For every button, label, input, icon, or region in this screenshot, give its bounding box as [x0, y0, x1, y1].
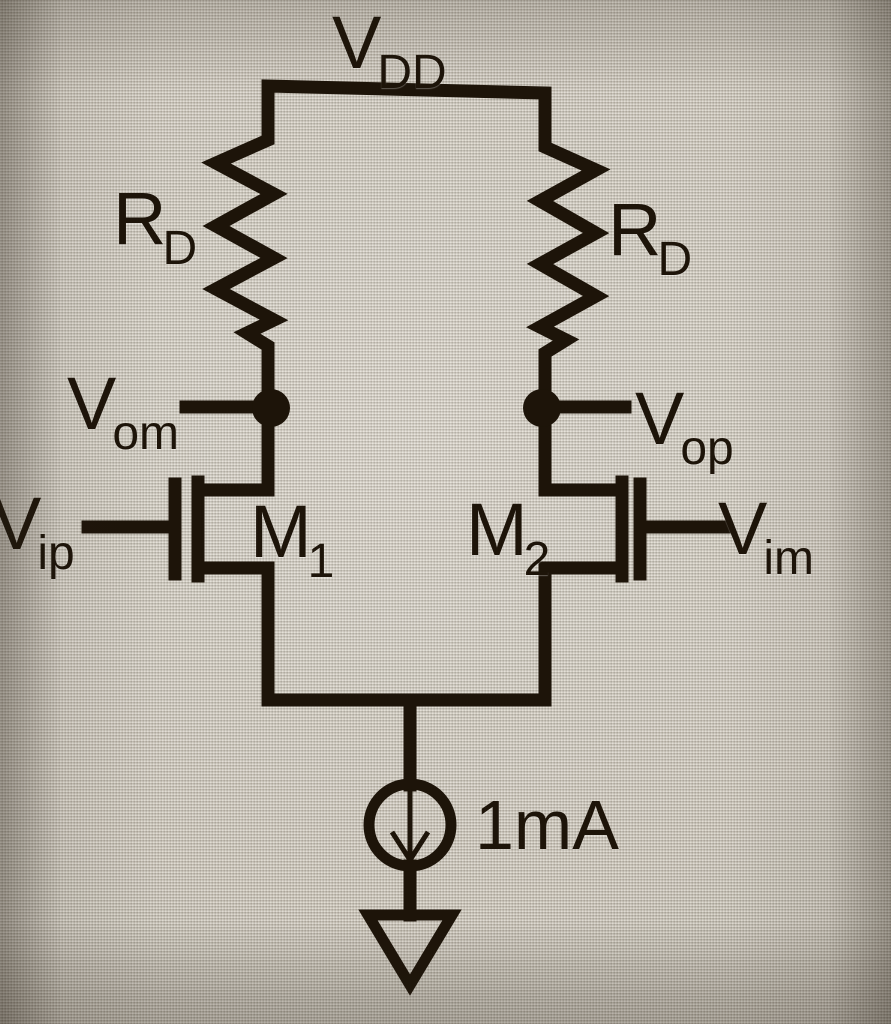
source-left-wire [191, 561, 417, 707]
resistor-left-label-main: R [113, 177, 167, 260]
output-minus-label-main: V [67, 362, 117, 445]
resistor-right-symbol [526, 120, 611, 397]
input-minus-label: Vim [718, 492, 818, 583]
transistor-m1-label-main: M [250, 490, 312, 573]
supply-rail-label-main: V [332, 1, 382, 84]
input-plus-label: Vip [0, 487, 79, 578]
drain-right-wire [538, 400, 629, 497]
supply-rail-label-sub: DD [377, 46, 447, 99]
output-plus-label-sub: op [680, 422, 734, 475]
transistor-m2-label-main: M [466, 488, 528, 571]
transistor-m1-label-sub: 1 [307, 535, 335, 588]
source-right-wire [403, 561, 629, 707]
current-source-symbol [363, 778, 457, 872]
resistor-left-label-sub: D [162, 222, 198, 275]
resistor-right-label-main: R [608, 188, 662, 271]
output-minus-label: Vom [67, 367, 183, 458]
output-minus-label-sub: om [112, 407, 180, 460]
resistor-left-symbol [201, 113, 289, 397]
resistor-right-label-sub: D [657, 233, 693, 286]
supply-rail-wire [261, 79, 552, 134]
transistor-m1-label: M1 [250, 495, 338, 586]
tail-current-label: 1mA [475, 786, 619, 864]
transistor-m2-label-sub: 2 [523, 533, 551, 586]
input-minus-label-sub: im [763, 532, 815, 585]
output-plus-label: Vop [635, 382, 738, 473]
node-dot-output-plus [523, 389, 561, 427]
input-minus-label-main: V [718, 487, 768, 570]
node-dot-output-minus [252, 389, 290, 427]
resistor-left-label: RD [113, 182, 201, 273]
input-plus-label-sub: ip [37, 527, 75, 580]
ground-symbol [358, 909, 462, 996]
current-direction-arrowhead [389, 830, 431, 865]
supply-rail-label: VDD [332, 6, 451, 97]
resistor-right-label: RD [608, 193, 696, 284]
input-plus-label-main: V [0, 482, 42, 565]
output-plus-label-main: V [635, 377, 685, 460]
drain-left-wire [191, 400, 275, 497]
transistor-m2-label: M2 [466, 493, 554, 584]
